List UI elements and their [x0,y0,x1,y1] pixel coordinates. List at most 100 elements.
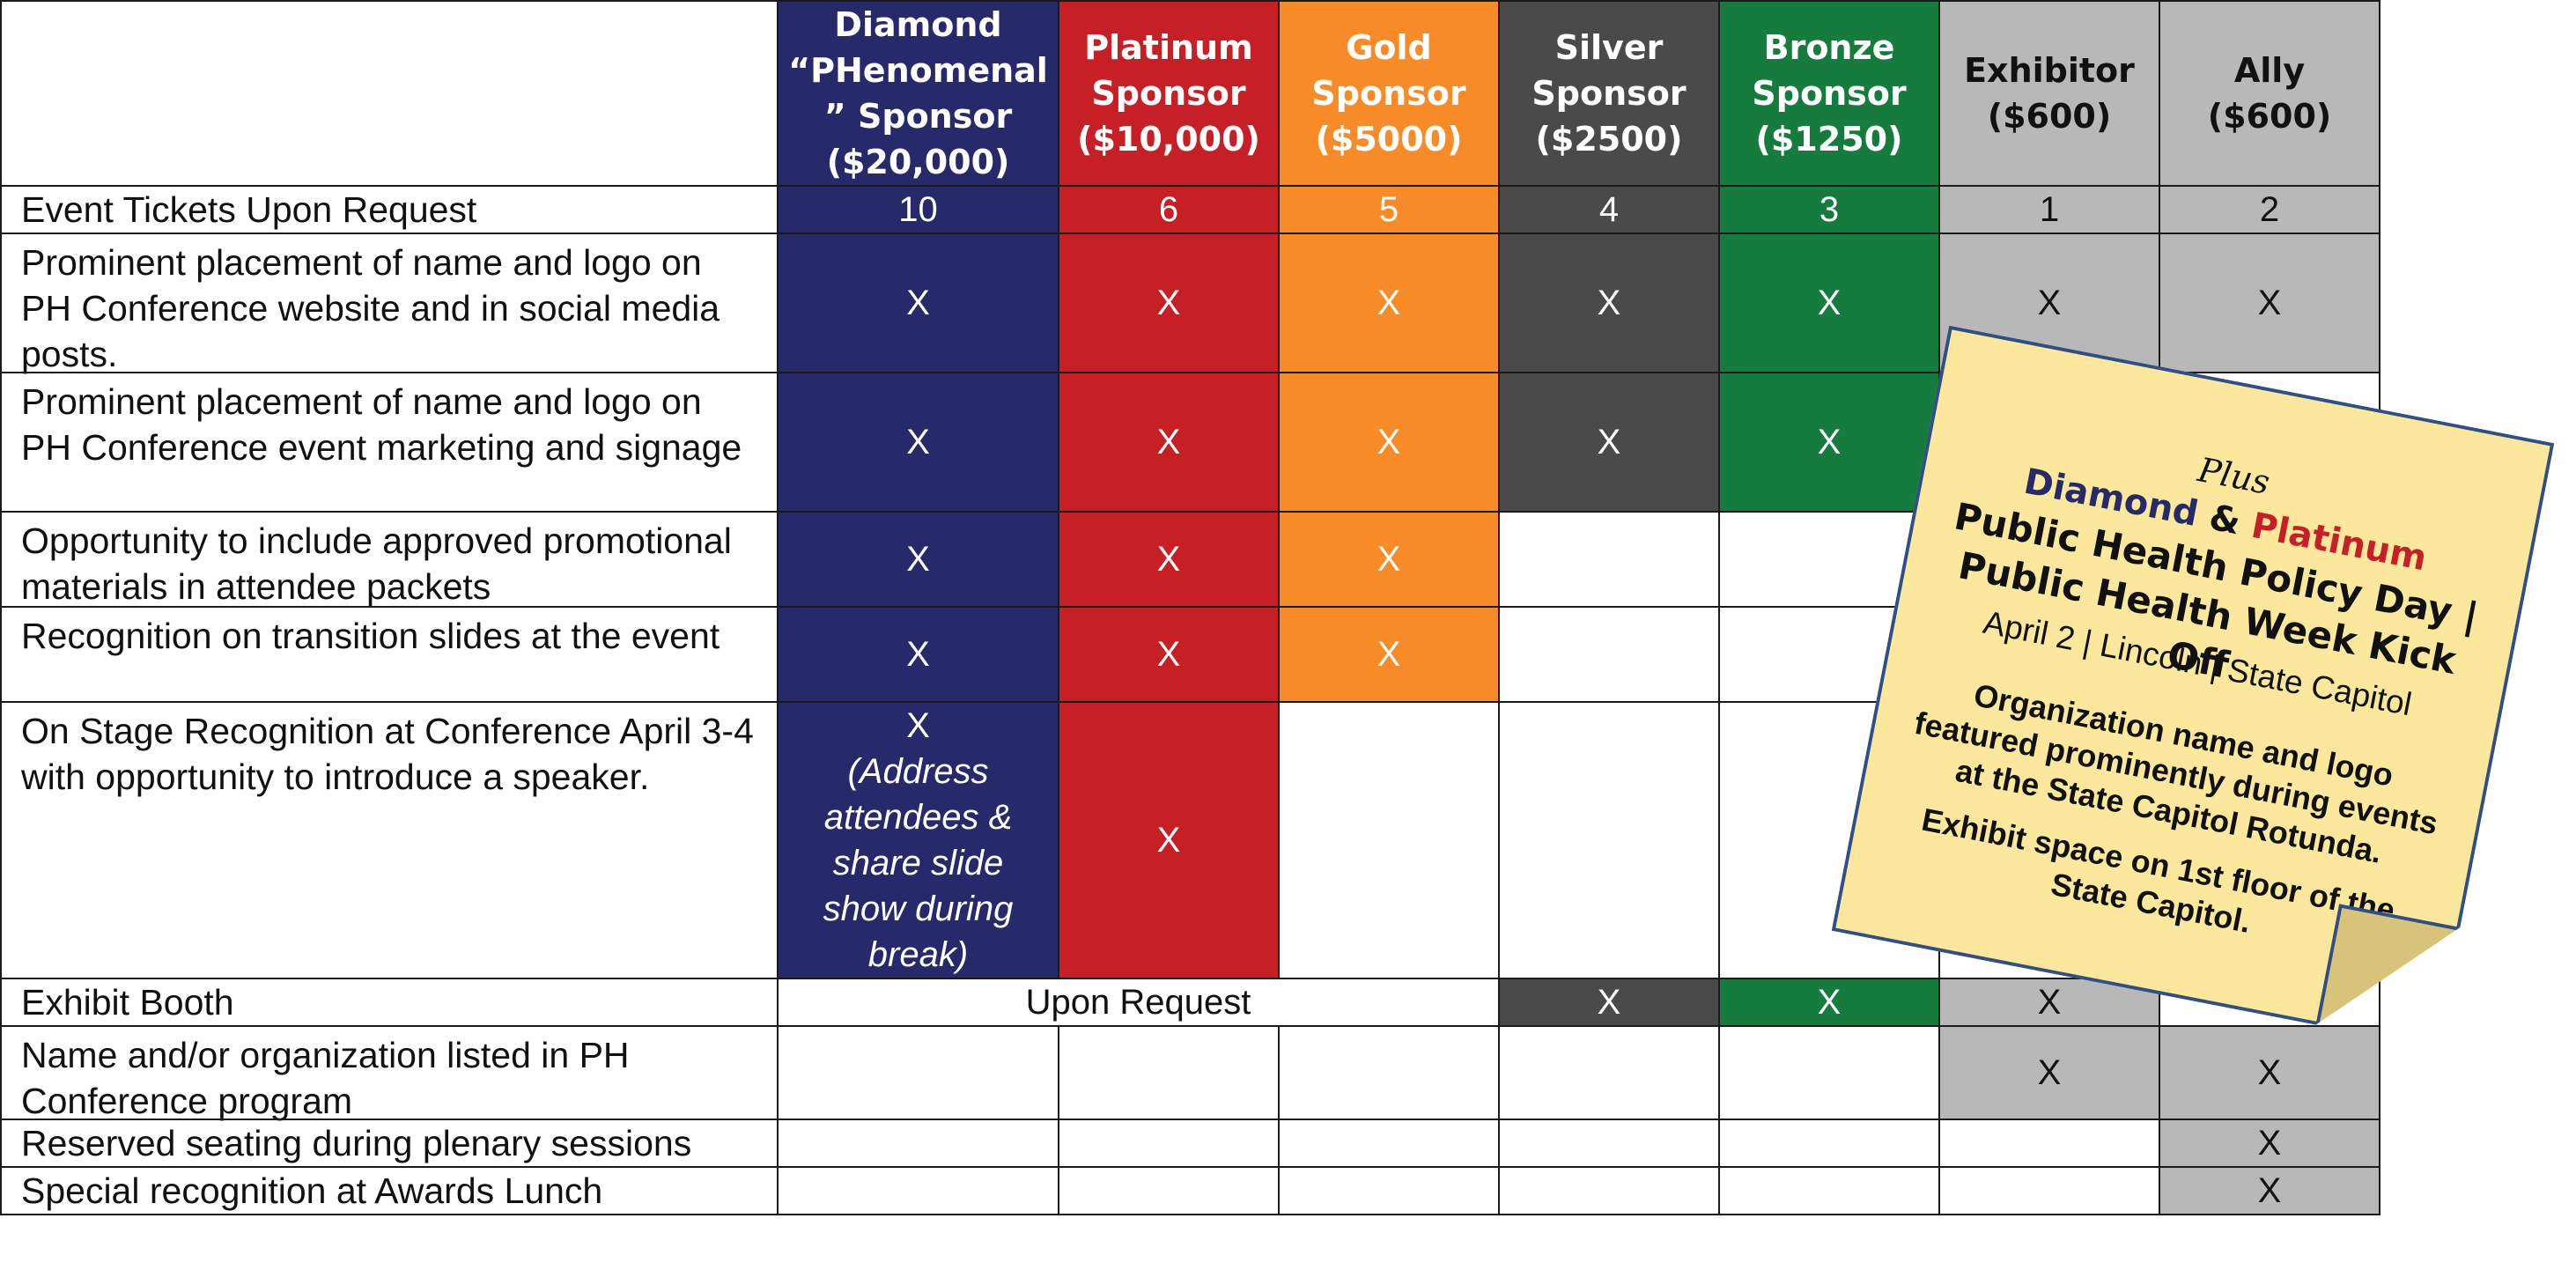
benefit-cell-silver [1498,1166,1720,1215]
cell-value: X [1377,635,1401,674]
header-corner [0,0,779,187]
benefit-cell-diamond: X [777,372,1059,513]
benefit-cell-diamond [777,1119,1059,1168]
benefit-cell-bronze: X [1718,372,1940,513]
benefit-cell-exhibitor [1938,1119,2160,1168]
cell-value: X [1156,635,1181,674]
cell-value: 10 [898,190,938,229]
benefit-cell-bronze [1718,1025,1940,1120]
cell-value: X [2257,1053,2282,1092]
benefit-cell-bronze [1718,1166,1940,1215]
cell-value: X [2257,284,2282,322]
benefit-label: Exhibit Booth [0,978,779,1027]
cell-value: X [906,540,930,579]
benefit-cell-ally: X [2159,233,2380,373]
cell-value: X [1156,540,1181,579]
tier-label: Ally ($600) [2207,51,2332,136]
address-attendees-note: (Address attendees & share slide show du… [823,752,1014,974]
cell-value: X [1817,423,1842,461]
benefit-label: Special recognition at Awards Lunch [0,1166,779,1215]
note-paper: Plus Diamond & Platinum Public Health Po… [1832,326,2555,1049]
tier-label: Bronze Sponsor ($1250) [1752,28,1907,159]
benefit-cell-exhibitor [1938,1166,2160,1215]
benefit-text: Event Tickets Upon Request [21,189,477,230]
benefit-cell-diamond: 10 [777,185,1059,234]
note-curl [2315,904,2460,1048]
cell-value: X [1156,821,1181,860]
benefit-cell-silver [1498,511,1720,608]
tier-header-ally: Ally ($600) [2159,0,2380,187]
cell-value: X [2257,1124,2282,1163]
benefit-cell-platinum: X [1058,511,1280,608]
benefit-label: Reserved seating during plenary sessions [0,1119,779,1168]
tier-label: Silver Sponsor ($2500) [1532,28,1687,159]
benefit-cell-platinum [1058,1166,1280,1215]
benefit-label: Prominent placement of name and logo on … [0,233,779,374]
benefit-cell-gold: X [1278,233,1500,373]
tier-label: Diamond “PHenomenal ” Sponsor ($20,000) [788,5,1048,181]
benefit-label: Opportunity to include approved promotio… [0,511,779,608]
cell-value: 2 [2259,190,2280,229]
benefit-text: Prominent placement of name and logo on … [21,242,720,374]
tier-header-diamond: Diamond “PHenomenal ” Sponsor ($20,000) [777,0,1059,187]
cell-value: X [1377,540,1401,579]
cell-value: X [906,635,930,674]
benefit-cell-gold: X [1278,511,1500,608]
benefit-cell-gold [1278,1119,1500,1168]
benefit-label: Name and/or organization listed in PH Co… [0,1025,779,1121]
benefit-cell-ally: X [2159,1166,2380,1215]
cell-value: 1 [2039,190,2060,229]
cell-value: X [2037,1053,2062,1092]
benefit-cell-exhibitor: 1 [1938,185,2160,234]
cell-value: X [2037,284,2062,322]
cell-value: X [1156,284,1181,322]
tier-header-bronze: Bronze Sponsor ($1250) [1718,0,1940,187]
benefit-cell-platinum: X [1058,701,1280,979]
benefit-cell-gold: 5 [1278,185,1500,234]
benefit-cell-silver [1498,1025,1720,1120]
benefit-cell-platinum [1058,1025,1280,1120]
cell-value: X [1377,284,1401,322]
cell-value: X [1597,423,1621,461]
benefit-label: On Stage Recognition at Conference April… [0,701,779,979]
cell-value: 6 [1158,190,1179,229]
benefit-cell-gold [1278,1166,1500,1215]
cell-value: 3 [1819,190,1840,229]
benefit-cell-gold: X [1278,606,1500,703]
sticky-note: Plus Diamond & Platinum Public Health Po… [1832,326,2555,1049]
cell-value: X [906,423,930,461]
benefit-text: Prominent placement of name and logo on … [21,381,742,468]
benefit-cell-diamond: X(Address attendees & share slide show d… [777,701,1059,979]
benefit-cell-bronze: X [1718,233,1940,373]
benefit-label: Recognition on transition slides at the … [0,606,779,703]
cell-value: X [2037,983,2062,1022]
benefit-cell-diamond [777,1166,1059,1215]
exhibit-booth-merged: Upon Request [777,978,1500,1027]
benefit-cell-bronze: X [1718,978,1940,1027]
benefit-cell-platinum: X [1058,233,1280,373]
benefit-cell-platinum [1058,1119,1280,1168]
cell-value: X [1817,983,1842,1022]
benefit-cell-silver [1498,1119,1720,1168]
tier-label: Gold Sponsor ($5000) [1311,28,1466,159]
tier-label: Exhibitor ($600) [1964,51,2135,136]
benefit-text: Special recognition at Awards Lunch [21,1170,603,1211]
benefit-cell-gold [1278,701,1500,979]
benefit-cell-platinum: 6 [1058,185,1280,234]
benefit-cell-silver: X [1498,372,1720,513]
tier-header-exhibitor: Exhibitor ($600) [1938,0,2160,187]
benefit-cell-diamond: X [777,233,1059,373]
benefit-cell-ally: X [2159,1025,2380,1120]
benefit-text: Name and/or organization listed in PH Co… [21,1035,630,1121]
benefit-cell-silver: X [1498,978,1720,1027]
tier-label: Platinum Sponsor ($10,000) [1077,28,1260,159]
benefit-text: On Stage Recognition at Conference April… [21,711,754,797]
benefit-cell-platinum: X [1058,606,1280,703]
merged-value: Upon Request [1025,983,1251,1022]
benefit-cell-silver: X [1498,233,1720,373]
benefit-label: Event Tickets Upon Request [0,185,779,234]
benefit-cell-gold [1278,1025,1500,1120]
tier-header-platinum: Platinum Sponsor ($10,000) [1058,0,1280,187]
tier-header-silver: Silver Sponsor ($2500) [1498,0,1720,187]
benefit-cell-exhibitor: X [1938,1025,2160,1120]
